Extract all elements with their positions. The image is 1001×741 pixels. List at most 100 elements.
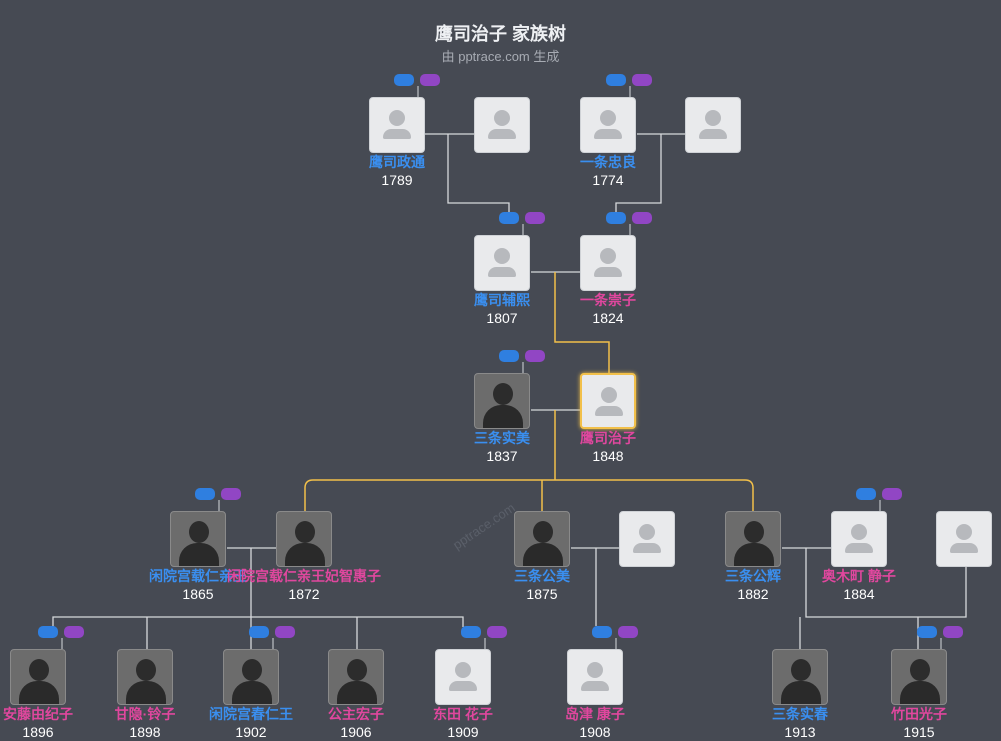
expand-parents-badge[interactable] bbox=[499, 350, 519, 362]
expand-spouse-badge[interactable] bbox=[525, 350, 545, 362]
expand-parents-badge[interactable] bbox=[461, 626, 481, 638]
avatar-placeholder-icon[interactable] bbox=[580, 373, 636, 429]
relation-badges[interactable] bbox=[856, 488, 904, 500]
portrait-photo[interactable] bbox=[10, 649, 66, 705]
person-name[interactable]: 鹰司政通 bbox=[369, 154, 425, 170]
relation-badges[interactable] bbox=[592, 626, 640, 638]
expand-spouse-badge[interactable] bbox=[487, 626, 507, 638]
relation-badges[interactable] bbox=[195, 488, 243, 500]
portrait-photo[interactable] bbox=[223, 649, 279, 705]
portrait-photo[interactable] bbox=[772, 649, 828, 705]
expand-spouse-badge[interactable] bbox=[943, 626, 963, 638]
birth-year: 1909 bbox=[447, 724, 479, 740]
expand-parents-badge[interactable] bbox=[38, 626, 58, 638]
relation-badges[interactable] bbox=[499, 212, 547, 224]
person-name[interactable]: 安藤由纪子 bbox=[3, 706, 73, 722]
page-title: 鹰司治子 家族树 bbox=[434, 24, 566, 44]
avatar-placeholder-icon[interactable] bbox=[936, 511, 992, 567]
avatar-placeholder-icon[interactable] bbox=[619, 511, 675, 567]
expand-parents-badge[interactable] bbox=[499, 212, 519, 224]
expand-parents-badge[interactable] bbox=[917, 626, 937, 638]
avatar-body bbox=[734, 543, 774, 566]
avatar-placeholder-icon[interactable] bbox=[580, 97, 636, 153]
avatar-placeholder-icon[interactable] bbox=[474, 97, 530, 153]
relation-badges[interactable] bbox=[461, 626, 509, 638]
portrait-photo[interactable] bbox=[725, 511, 781, 567]
avatar-head bbox=[29, 659, 49, 681]
avatar-head bbox=[956, 524, 972, 540]
expand-spouse-badge[interactable] bbox=[420, 74, 440, 86]
birth-year: 1884 bbox=[843, 586, 875, 602]
avatar-placeholder-icon[interactable] bbox=[831, 511, 887, 567]
avatar-placeholder-icon[interactable] bbox=[435, 649, 491, 705]
portrait-photo[interactable] bbox=[170, 511, 226, 567]
avatar-body bbox=[845, 543, 873, 553]
expand-spouse-badge[interactable] bbox=[632, 212, 652, 224]
person-name[interactable]: 闲院宫载仁亲王 bbox=[149, 568, 247, 584]
tree-connector bbox=[447, 134, 510, 212]
expand-spouse-badge[interactable] bbox=[632, 74, 652, 86]
person-name[interactable]: 公主宏子 bbox=[328, 706, 384, 722]
person-name[interactable]: 竹田光子 bbox=[891, 706, 947, 722]
relation-badges[interactable] bbox=[606, 212, 654, 224]
expand-spouse-badge[interactable] bbox=[618, 626, 638, 638]
expand-parents-badge[interactable] bbox=[856, 488, 876, 500]
portrait-photo[interactable] bbox=[328, 649, 384, 705]
person-name[interactable]: 一条崇子 bbox=[580, 292, 636, 308]
avatar-head bbox=[493, 383, 513, 405]
relation-badges[interactable] bbox=[499, 350, 547, 362]
person-name[interactable]: 三条实春 bbox=[772, 706, 828, 722]
expand-spouse-badge[interactable] bbox=[221, 488, 241, 500]
avatar-head bbox=[494, 110, 510, 126]
birth-year: 1848 bbox=[592, 448, 624, 464]
portrait-photo[interactable] bbox=[117, 649, 173, 705]
avatar-body bbox=[900, 681, 940, 704]
expand-spouse-badge[interactable] bbox=[275, 626, 295, 638]
avatar-body bbox=[488, 267, 516, 277]
relation-badges[interactable] bbox=[606, 74, 654, 86]
person-name[interactable]: 闲院宫春仁王 bbox=[209, 706, 293, 722]
avatar-head bbox=[744, 521, 764, 543]
avatar-body bbox=[781, 681, 821, 704]
relation-badges[interactable] bbox=[249, 626, 297, 638]
avatar-placeholder-icon[interactable] bbox=[567, 649, 623, 705]
person-name[interactable]: 甘隐·铃子 bbox=[114, 706, 176, 722]
birth-year: 1908 bbox=[579, 724, 611, 740]
relation-badges[interactable] bbox=[394, 74, 442, 86]
expand-parents-badge[interactable] bbox=[195, 488, 215, 500]
avatar-body bbox=[19, 681, 59, 704]
avatar-head bbox=[295, 521, 315, 543]
person-name[interactable]: 闲院宫载仁亲王妃智惠子 bbox=[227, 568, 381, 584]
person-name[interactable]: 三条公美 bbox=[514, 568, 570, 584]
avatar-body bbox=[699, 129, 727, 139]
person-name[interactable]: 岛津 康子 bbox=[565, 706, 625, 722]
relation-badges[interactable] bbox=[917, 626, 965, 638]
person-name[interactable]: 三条公辉 bbox=[725, 568, 781, 584]
expand-spouse-badge[interactable] bbox=[64, 626, 84, 638]
relation-badges[interactable] bbox=[38, 626, 86, 638]
birth-year: 1898 bbox=[129, 724, 161, 740]
avatar-placeholder-icon[interactable] bbox=[369, 97, 425, 153]
portrait-photo[interactable] bbox=[276, 511, 332, 567]
avatar-placeholder-icon[interactable] bbox=[474, 235, 530, 291]
expand-parents-badge[interactable] bbox=[606, 212, 626, 224]
expand-parents-badge[interactable] bbox=[592, 626, 612, 638]
avatar-placeholder-icon[interactable] bbox=[580, 235, 636, 291]
expand-parents-badge[interactable] bbox=[394, 74, 414, 86]
person-name[interactable]: 鹰司辅熙 bbox=[474, 292, 530, 308]
person-name[interactable]: 奥木町 静子 bbox=[822, 568, 896, 584]
expand-parents-badge[interactable] bbox=[249, 626, 269, 638]
portrait-photo[interactable] bbox=[514, 511, 570, 567]
birth-year: 1807 bbox=[486, 310, 518, 326]
person-name[interactable]: 三条实美 bbox=[474, 430, 530, 446]
expand-parents-badge[interactable] bbox=[606, 74, 626, 86]
person-name[interactable]: 一条忠良 bbox=[580, 154, 636, 170]
portrait-photo[interactable] bbox=[891, 649, 947, 705]
avatar-placeholder-icon[interactable] bbox=[685, 97, 741, 153]
person-name[interactable]: 东田 花子 bbox=[433, 706, 493, 722]
expand-spouse-badge[interactable] bbox=[882, 488, 902, 500]
portrait-photo[interactable] bbox=[474, 373, 530, 429]
expand-spouse-badge[interactable] bbox=[525, 212, 545, 224]
avatar-body bbox=[594, 267, 622, 277]
person-name[interactable]: 鹰司治子 bbox=[580, 430, 636, 446]
